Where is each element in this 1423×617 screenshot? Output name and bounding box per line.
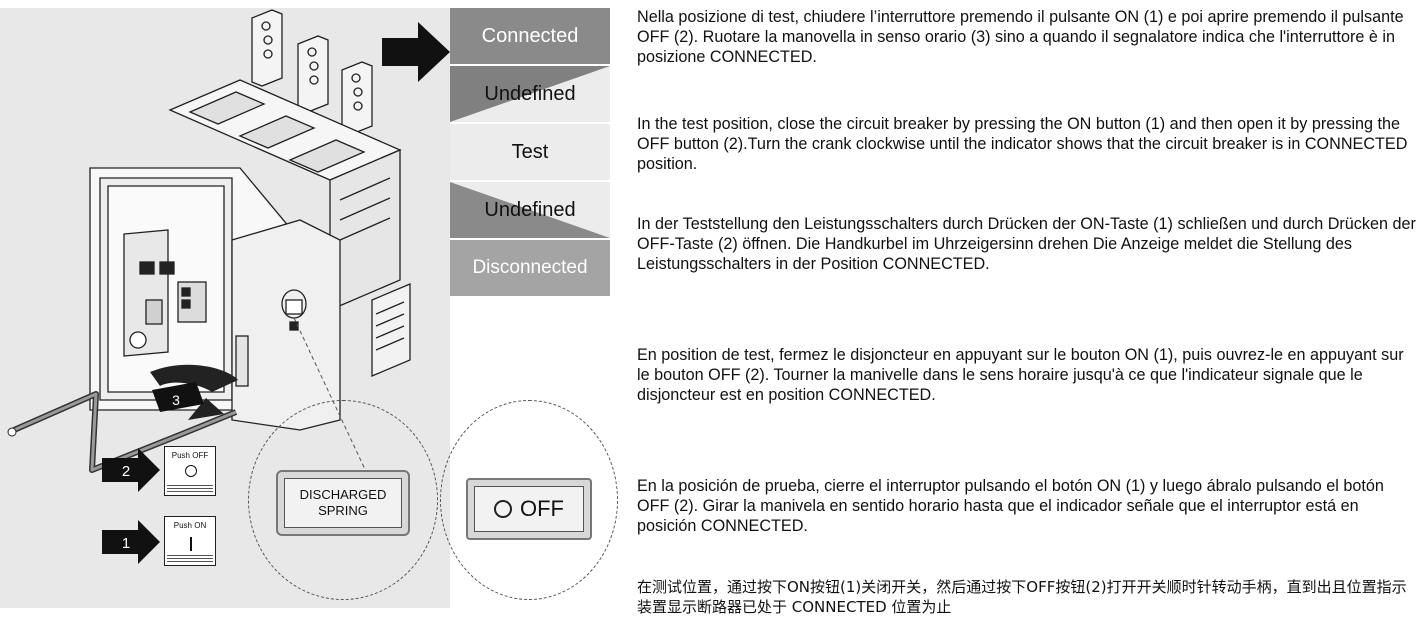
step-3-number: 3 xyxy=(172,392,180,408)
off-indicator-face: OFF xyxy=(474,486,584,532)
breaker-illustration: 3 2 Push OFF 1 Push ON DISCHARGED SPRING… xyxy=(0,0,620,608)
instruction-german: In der Teststellung den Leistungsschalte… xyxy=(637,215,1416,273)
step-2-number: 2 xyxy=(122,463,130,480)
terminal-bars xyxy=(251,9,373,135)
instruction-italian: Nella posizione di test, chiudere l’inte… xyxy=(637,8,1404,66)
state-undefined-upper: Undefined xyxy=(450,66,610,122)
off-ring-icon xyxy=(494,500,512,518)
detail-circle-off xyxy=(440,400,618,600)
push-on-bar xyxy=(190,537,192,551)
position-indicator-panel: Connected Undefined Test Undefined Disco… xyxy=(450,8,610,298)
state-undefined-lower: Undefined xyxy=(450,182,610,238)
circuit-breaker-drawing xyxy=(7,9,411,481)
detail-circle-spring xyxy=(248,400,438,600)
push-off-button: Push OFF xyxy=(164,446,216,496)
push-off-base xyxy=(167,483,213,493)
push-on-base xyxy=(167,553,213,563)
instructions-column: Nella posizione di test, chiudere l’inte… xyxy=(637,7,1417,616)
instruction-spanish: En la posición de prueba, cierre el inte… xyxy=(637,477,1384,535)
state-test: Test xyxy=(450,124,610,180)
state-disconnected: Disconnected xyxy=(450,240,610,296)
state-connected: Connected xyxy=(450,8,610,64)
instruction-french: En position de test, fermez le disjoncte… xyxy=(637,346,1404,404)
off-text: OFF xyxy=(520,496,564,521)
push-off-ring xyxy=(185,465,197,477)
instruction-chinese: 在测试位置，通过按下ON按钮(1)关闭开关，然后通过按下OFF按钮(2)打开开关… xyxy=(637,578,1407,616)
push-off-label: Push OFF xyxy=(171,451,209,460)
instruction-english: In the test position, close the circuit … xyxy=(637,115,1408,173)
connected-pointer-arrow xyxy=(382,22,450,82)
discharged-spring-text: DISCHARGED SPRING xyxy=(284,478,402,528)
push-on-button: Push ON xyxy=(164,516,216,566)
off-indicator: OFF xyxy=(466,478,592,540)
push-on-label: Push ON xyxy=(173,521,207,530)
step-1-number: 1 xyxy=(122,535,130,552)
rotation-arrow xyxy=(150,364,238,392)
discharged-spring-indicator: DISCHARGED SPRING xyxy=(276,470,410,536)
step-3-badge: 3 xyxy=(152,382,204,412)
step-1-arrow: 1 xyxy=(102,520,160,564)
step-2-arrow: 2 xyxy=(102,448,160,492)
